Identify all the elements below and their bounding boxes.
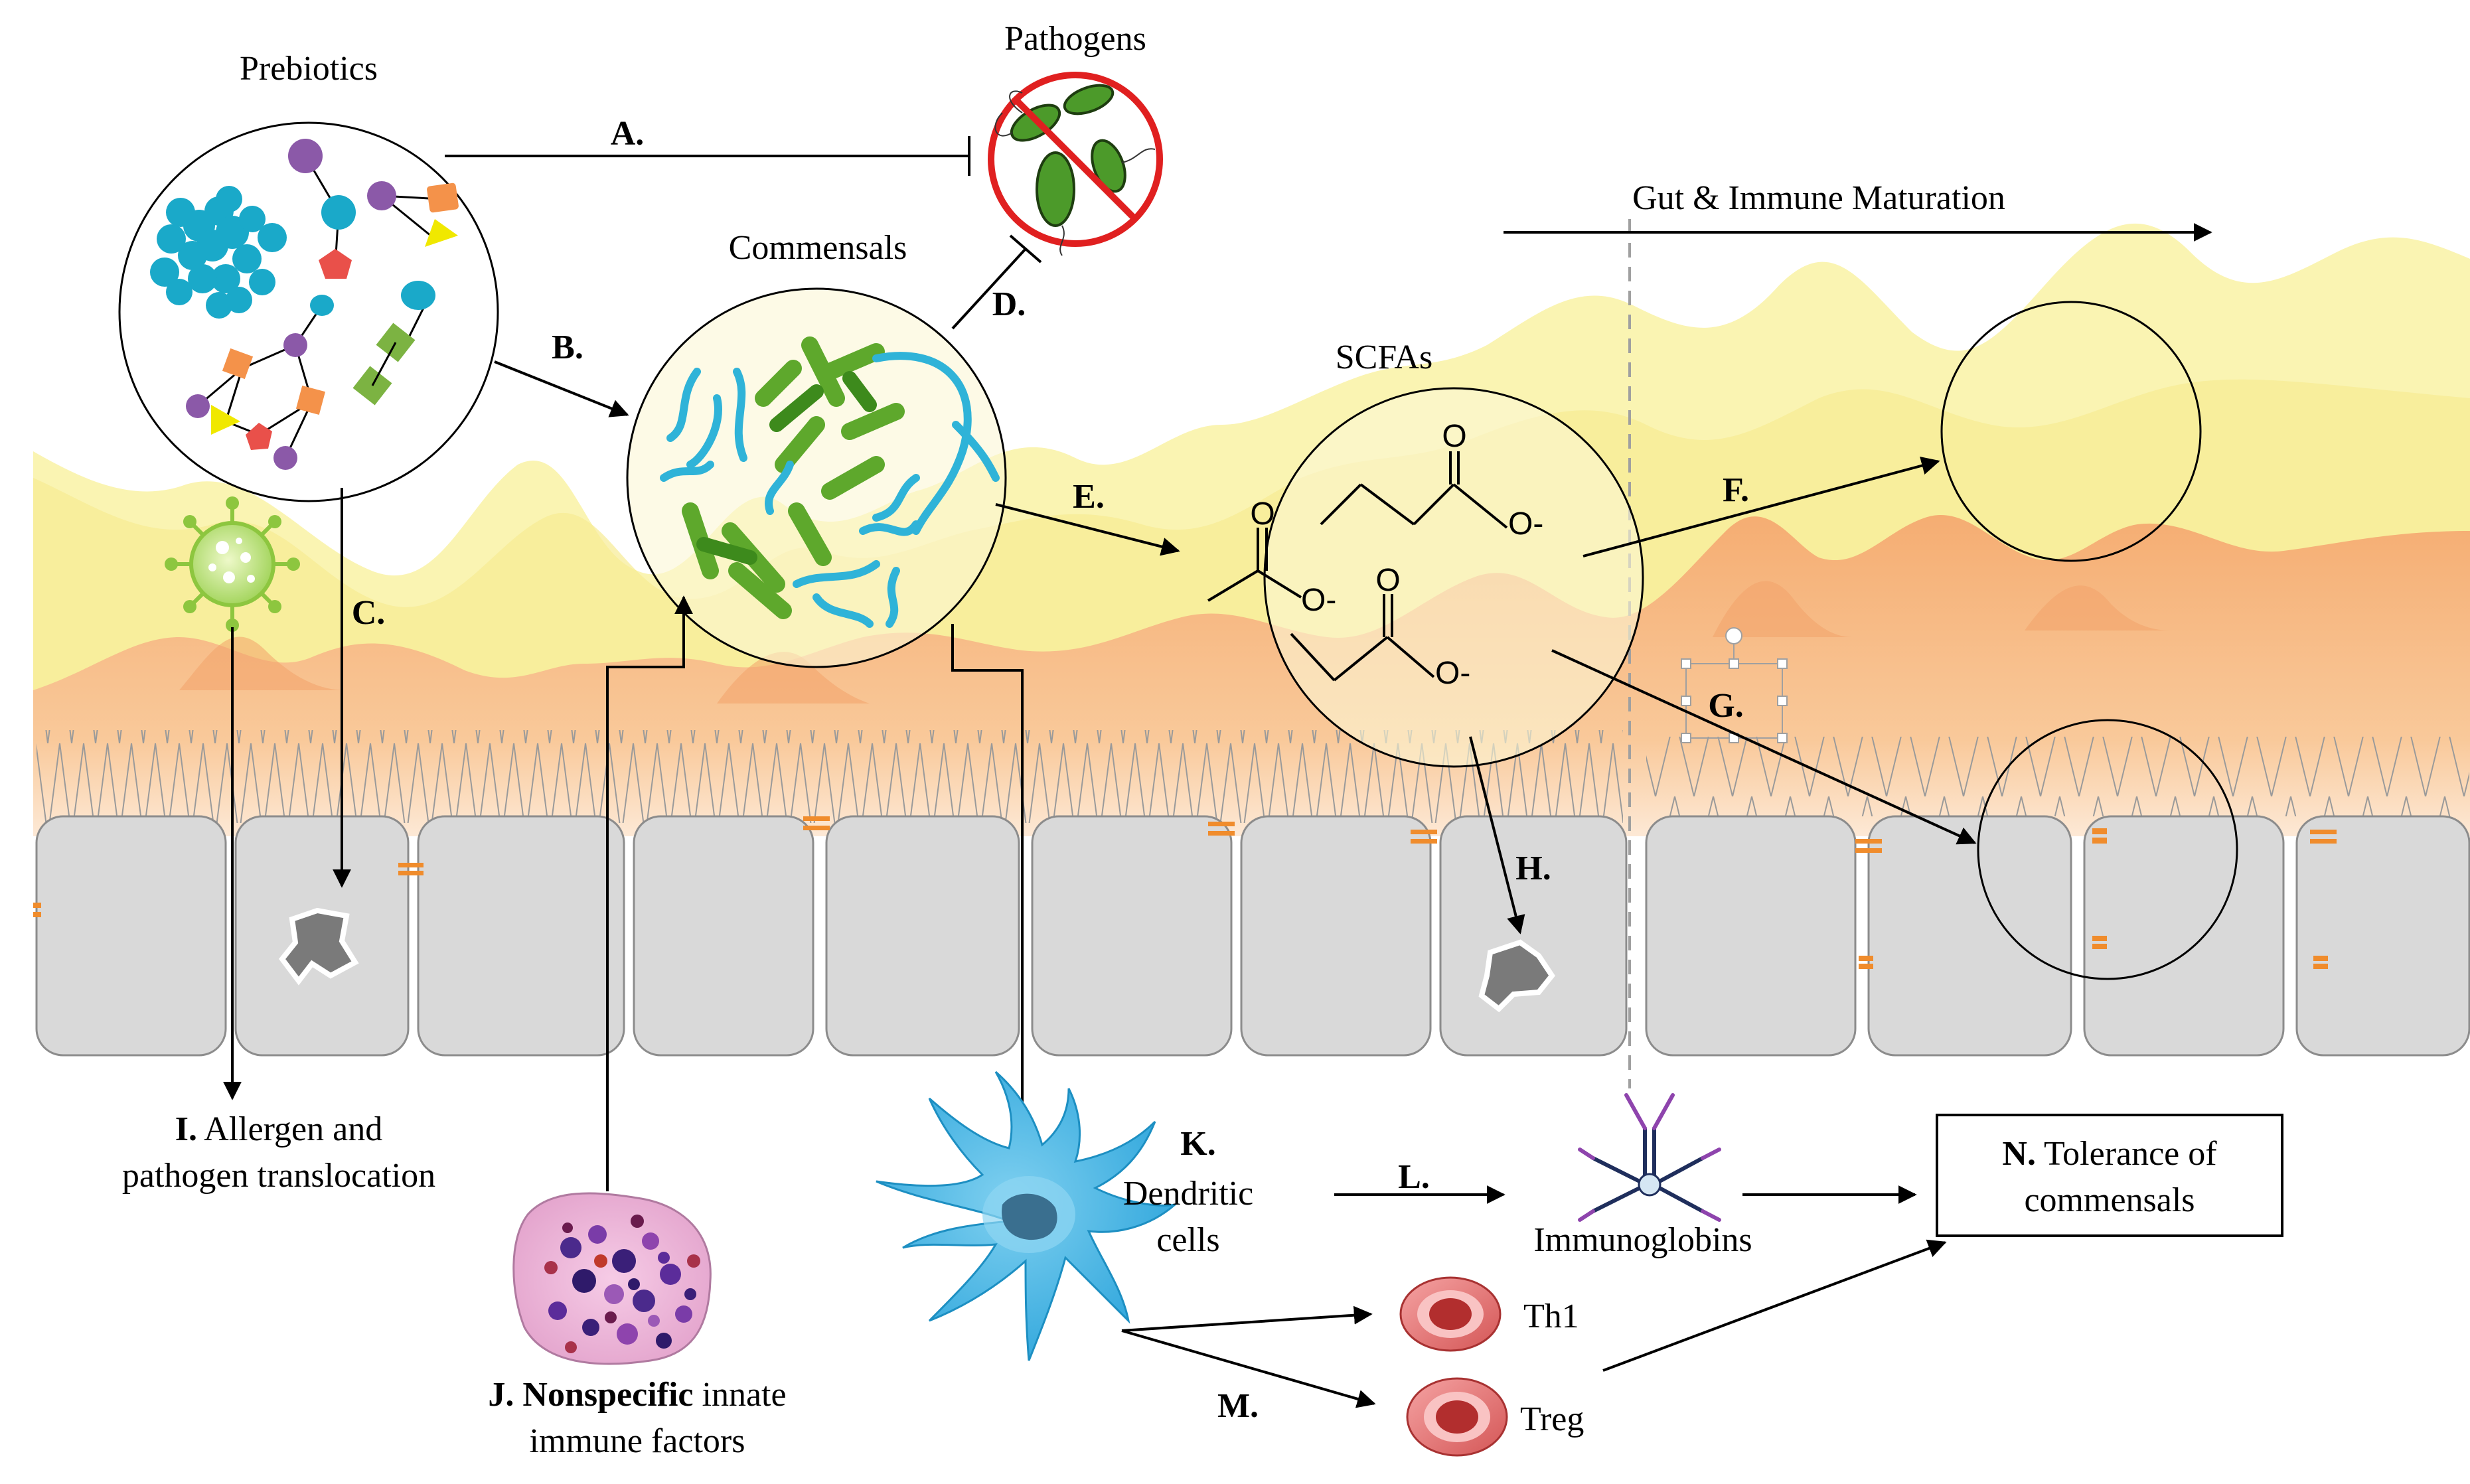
step-c-label: C. bbox=[352, 594, 386, 632]
step-labels: A. B. C. D. E. F. G. H. K. L. M. bbox=[352, 115, 1749, 1425]
pathogens-label: Pathogens bbox=[1004, 20, 1146, 58]
chem-structures bbox=[1207, 451, 1508, 682]
step-d-label: D. bbox=[992, 285, 1026, 323]
epithelial-cell bbox=[633, 815, 814, 1057]
selection-box bbox=[1681, 627, 1788, 743]
epithelial-cell bbox=[2083, 815, 2285, 1057]
step-i-letter: I. bbox=[175, 1110, 197, 1148]
commensals-group: Commensals bbox=[626, 229, 1007, 668]
epithelial-cell bbox=[1867, 815, 2072, 1057]
epithelium-circle bbox=[1977, 719, 2238, 980]
chem-o: O bbox=[1442, 419, 1466, 454]
step-j-letter: J. bbox=[488, 1376, 514, 1414]
commensal-bacteria bbox=[682, 336, 905, 619]
treg-cell-icon bbox=[1406, 1377, 1508, 1457]
step-j-line1: J. Nonspecific innate bbox=[488, 1376, 786, 1414]
epithelial-cell bbox=[1645, 815, 1857, 1057]
gut-maturation-label: Gut & Immune Maturation bbox=[1632, 179, 2005, 217]
dendritic-cell-icon bbox=[876, 1071, 1178, 1361]
pathway-arrows bbox=[223, 136, 2212, 1408]
step-k-label: K. bbox=[1180, 1125, 1215, 1163]
tolerance-box bbox=[1936, 1114, 2283, 1237]
step-f-label: F. bbox=[1723, 471, 1749, 509]
step-m-label: M. bbox=[1217, 1387, 1259, 1425]
step-h-label: H. bbox=[1515, 850, 1551, 887]
chem-o-minus: O- bbox=[1301, 583, 1336, 618]
th1-label: Th1 bbox=[1523, 1298, 1579, 1335]
prebiotics-label: Prebiotics bbox=[240, 50, 378, 88]
epithelial-cell bbox=[35, 815, 227, 1057]
maturation-circle bbox=[1940, 301, 2202, 562]
dendritic-line2: cells bbox=[1156, 1221, 1219, 1259]
microvilli-right bbox=[1646, 737, 2469, 816]
chem-o-minus: O- bbox=[1508, 506, 1543, 542]
epithelial-cell bbox=[1031, 815, 1233, 1057]
chem-o: O bbox=[1375, 563, 1400, 598]
immunoglobin-icon bbox=[1578, 1093, 1721, 1222]
allergen-particle bbox=[278, 907, 359, 986]
epithelial-cell bbox=[2295, 815, 2470, 1057]
tight-junctions bbox=[33, 816, 2337, 969]
scfas-circle bbox=[1263, 387, 1644, 768]
chem-o: O bbox=[1250, 496, 1274, 532]
commensal-filaments bbox=[660, 352, 1000, 628]
step-i-text: Allergen and bbox=[204, 1110, 382, 1148]
prebiotics-circle bbox=[118, 121, 499, 502]
chem-o-minus: O- bbox=[1435, 656, 1470, 691]
microvilli-left bbox=[37, 730, 1623, 823]
pathogens-group: Pathogens bbox=[988, 20, 1163, 256]
step-i-line2: pathogen translocation bbox=[122, 1157, 435, 1195]
epithelial-cell bbox=[1240, 815, 1432, 1057]
tolerance-line2: commensals bbox=[2024, 1181, 2195, 1219]
th1-cell-icon bbox=[1399, 1276, 1502, 1352]
epithelium bbox=[33, 730, 2470, 1057]
dendritic-line1: Dendritic bbox=[1123, 1175, 1253, 1213]
allergen-particle bbox=[1478, 939, 1555, 1013]
step-a-label: A. bbox=[611, 115, 645, 153]
step-l-label: L. bbox=[1398, 1158, 1430, 1196]
epithelial-cell bbox=[417, 815, 625, 1057]
step-j-bold: Nonspecific bbox=[522, 1376, 693, 1414]
step-n-letter: N. bbox=[2002, 1135, 2036, 1173]
scfas-label: SCFAs bbox=[1336, 338, 1432, 376]
epithelial-cell bbox=[825, 815, 1020, 1057]
step-g-label: G. bbox=[1708, 687, 1743, 725]
prebiotic-cluster bbox=[150, 186, 287, 319]
step-b-label: B. bbox=[552, 329, 583, 366]
step-n-text: Tolerance of bbox=[2044, 1135, 2217, 1173]
scfas-group: O O- O O- O O- SCFAs bbox=[1207, 338, 1644, 768]
immunoglobins-label: Immunoglobins bbox=[1533, 1221, 1752, 1259]
granules bbox=[544, 1215, 700, 1353]
virus-icon bbox=[165, 496, 300, 632]
step-j-line2: immune factors bbox=[530, 1422, 745, 1460]
tolerance-line1: N. Tolerance of bbox=[2002, 1135, 2217, 1173]
step-e-label: E. bbox=[1073, 478, 1105, 516]
prebiotics-group: Prebiotics bbox=[118, 50, 499, 502]
commensals-label: Commensals bbox=[729, 229, 907, 267]
step-j-rest: innate bbox=[702, 1376, 787, 1414]
step-i-line1: I. Allergen and bbox=[175, 1110, 382, 1148]
granulocyte-icon bbox=[512, 1192, 712, 1365]
commensals-circle bbox=[626, 287, 1007, 668]
treg-label: Treg bbox=[1520, 1400, 1584, 1438]
